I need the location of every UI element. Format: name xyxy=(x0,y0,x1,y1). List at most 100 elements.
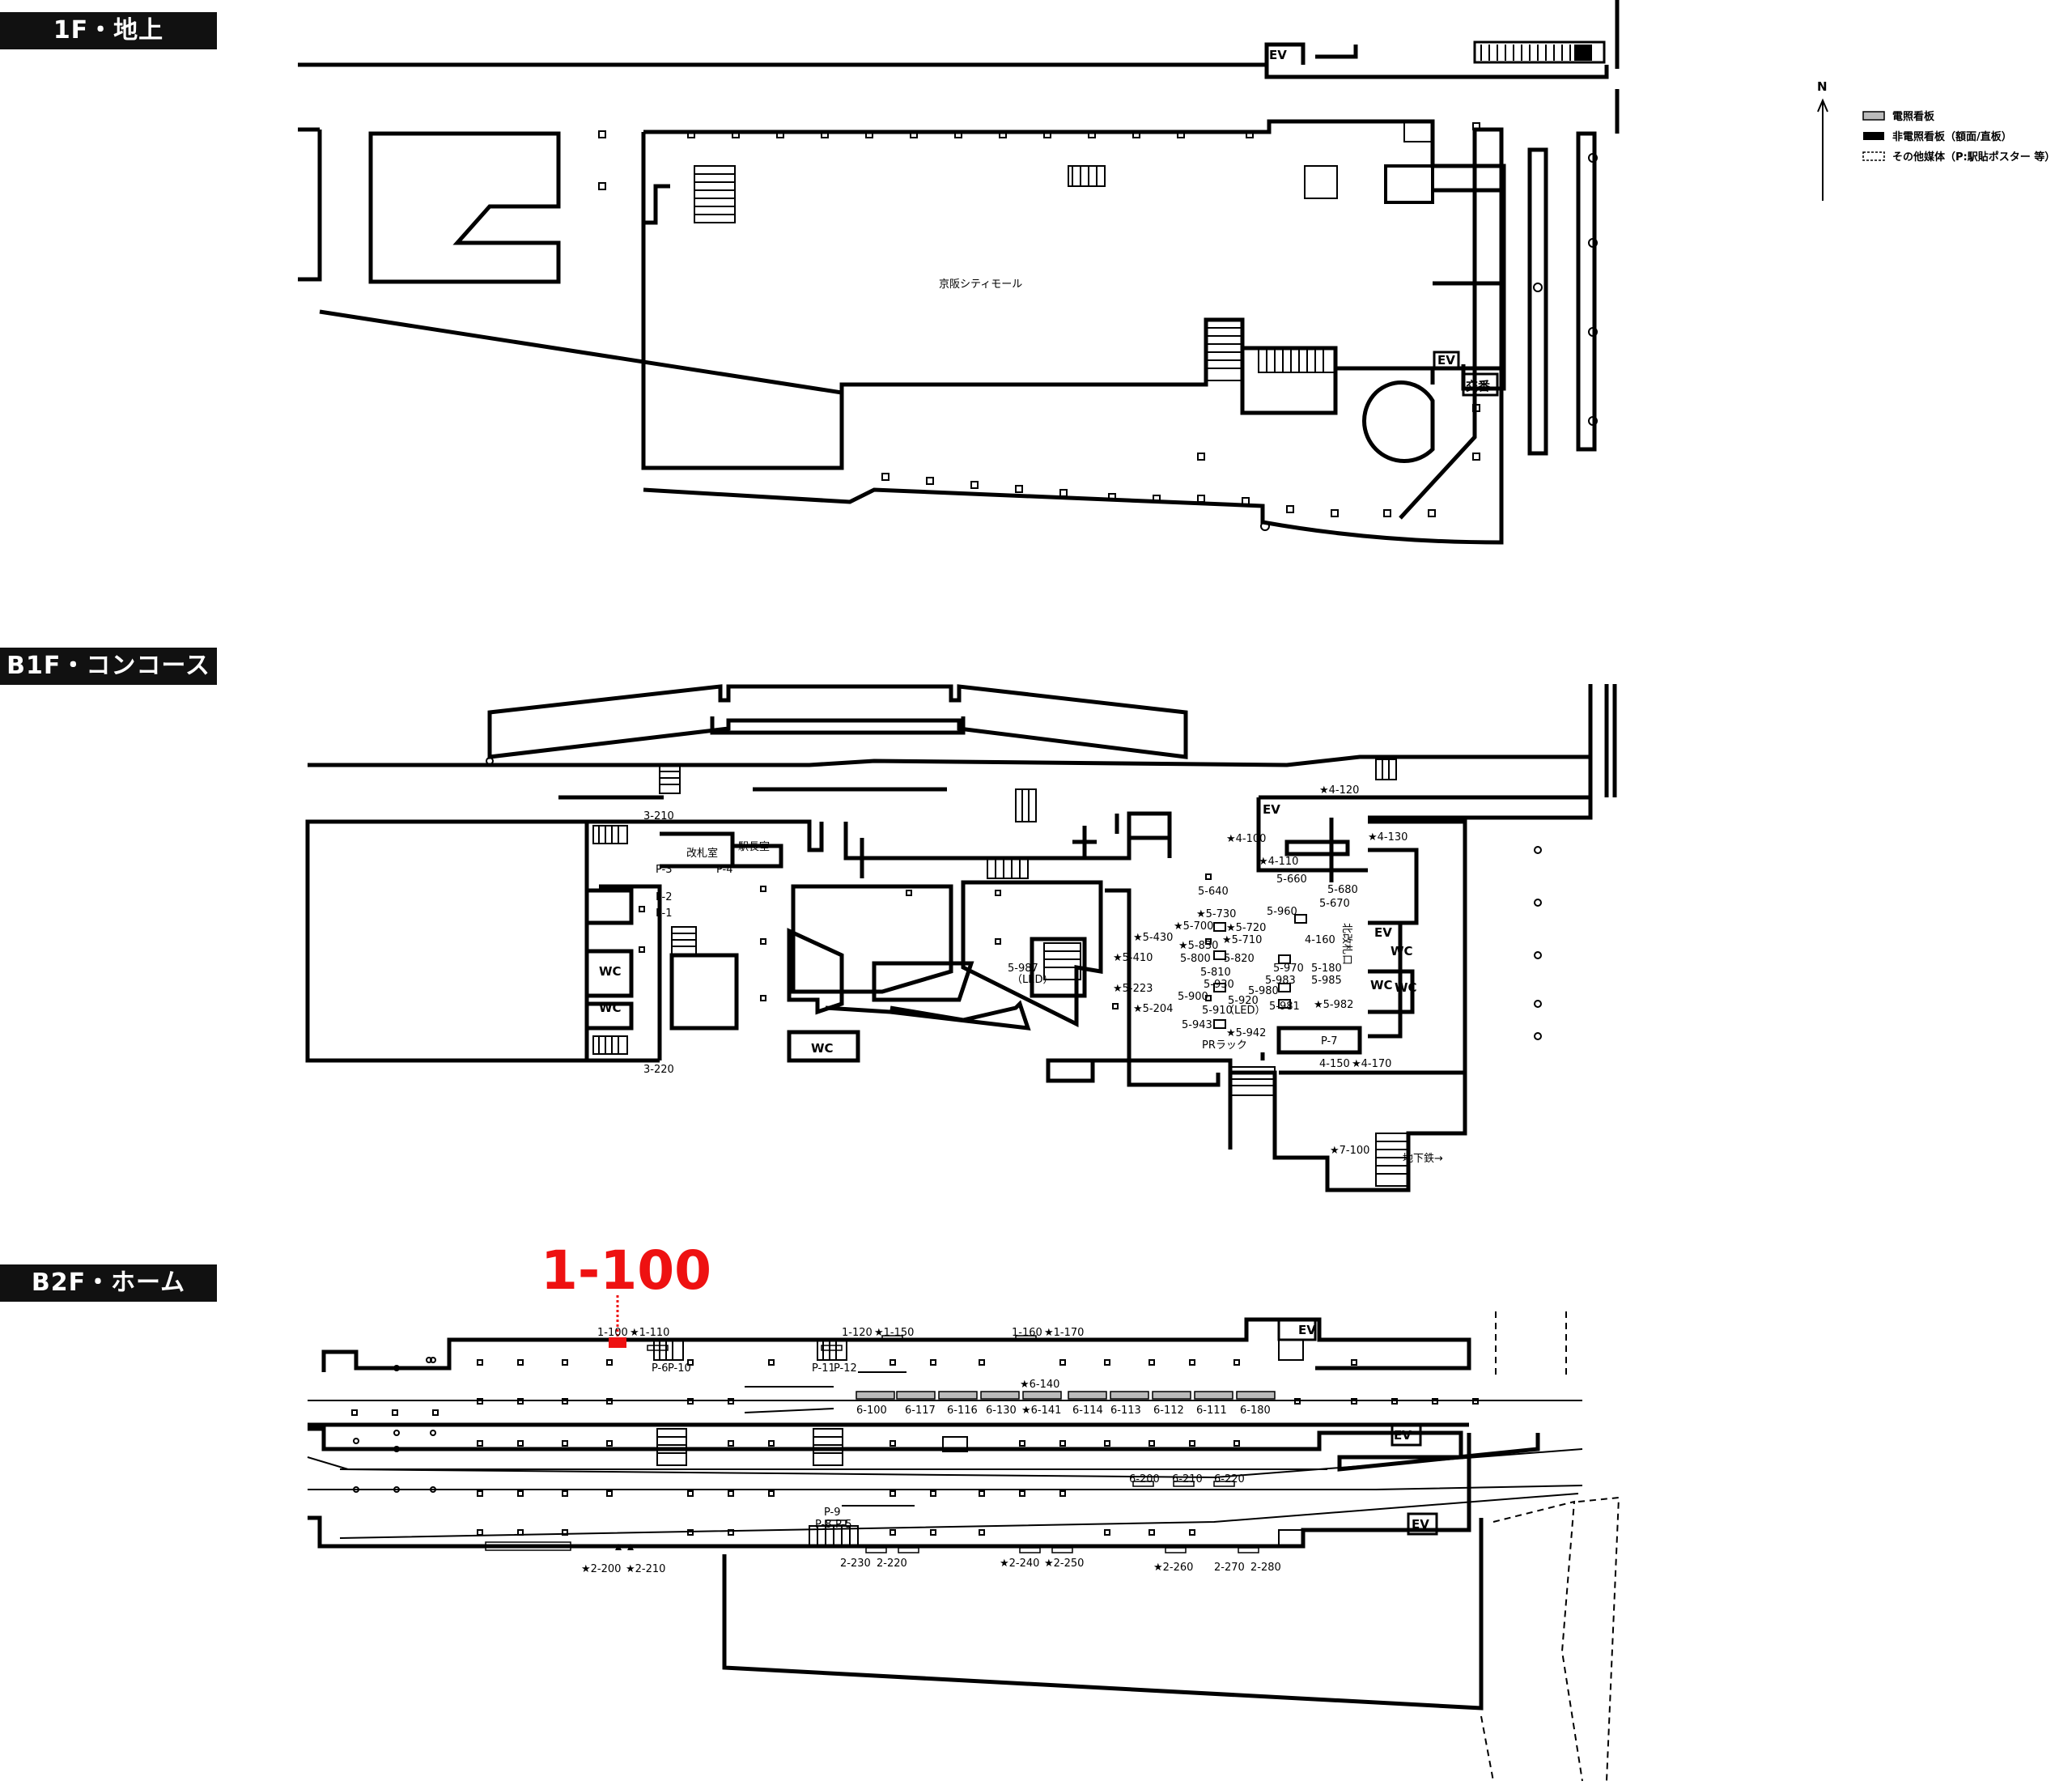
b1-4-110: ★4-110 xyxy=(1259,856,1298,868)
b2-6-200: 6-200 xyxy=(1129,1473,1160,1485)
b2-2-230: 2-230 xyxy=(840,1558,871,1570)
b1f-stairs xyxy=(592,759,1409,1187)
b2-1-160: 1-160 xyxy=(1012,1327,1042,1339)
b1-led2: （LED） xyxy=(1224,1005,1265,1017)
b1-5-960: 5-960 xyxy=(1267,906,1297,918)
b1-chika: 地下鉄→ xyxy=(1403,1153,1443,1165)
b2-p9: P-9 xyxy=(824,1507,841,1519)
b1-led1: （LED） xyxy=(1012,974,1053,986)
floor-b1f-plan: 3-210 3-220 P-3 P-4 P-2 P-1 改札室 駅長室 WC W… xyxy=(305,684,1617,1192)
b1-5-820: 5-820 xyxy=(1224,953,1255,965)
b2-6-111: 6-111 xyxy=(1196,1405,1227,1417)
b1-5-987: 5-987 xyxy=(1008,963,1038,975)
b1-p2: P-2 xyxy=(656,891,673,903)
legend-unlit: 非電照看板（額面/直板） xyxy=(1892,130,2012,143)
b1-7-100: ★7-100 xyxy=(1330,1145,1369,1157)
b1-5-920: 5-920 xyxy=(1228,995,1259,1007)
b2-6-112: 6-112 xyxy=(1153,1405,1184,1417)
b2-6-100: 6-100 xyxy=(856,1405,887,1417)
lit-sign-icon xyxy=(1862,111,1885,121)
b1-5-942: ★5-942 xyxy=(1226,1027,1266,1039)
b1-wc1: WC xyxy=(599,964,622,979)
b1-p4: P-4 xyxy=(716,864,733,876)
ev-label-1f-b: EV xyxy=(1269,48,1287,62)
b2-6-141: ★6-141 xyxy=(1021,1405,1061,1417)
b2-6-220: 6-220 xyxy=(1214,1473,1245,1485)
b2-1-150: ★1-150 xyxy=(874,1327,914,1339)
b1-p7: P-7 xyxy=(1321,1035,1338,1048)
b2-2-240: ★2-240 xyxy=(1000,1558,1039,1570)
b2-p5: P-5 xyxy=(835,1519,852,1531)
b2-2-220: 2-220 xyxy=(877,1558,907,1570)
b1-5-930: 5-930 xyxy=(1204,979,1234,991)
b1-5-970: 5-970 xyxy=(1273,963,1304,975)
b1-4-150: 4-150 xyxy=(1319,1058,1350,1070)
b1-5-982: ★5-982 xyxy=(1314,999,1353,1011)
b1-p1: P-1 xyxy=(656,907,673,920)
b1-wc4: WC xyxy=(1391,944,1413,958)
b1-4-170: ★4-170 xyxy=(1352,1058,1391,1070)
b1-5-680: 5-680 xyxy=(1327,884,1358,896)
b1-5-660: 5-660 xyxy=(1276,873,1307,886)
b1-5-910: 5-910 xyxy=(1202,1005,1233,1017)
mall-label: 京阪シティモール xyxy=(939,278,1022,291)
highlight-code-label: 1-100 xyxy=(541,1239,711,1302)
b1-5-204: ★5-204 xyxy=(1133,1003,1173,1015)
b1-ev: EV xyxy=(1263,802,1280,817)
floor-label-b1f: B1F・コンコース xyxy=(0,648,217,685)
north-arrow-label: N xyxy=(1817,79,1828,94)
1f-sign-markers xyxy=(598,122,1598,531)
b2-6-130: 6-130 xyxy=(986,1405,1017,1417)
b2-1-120: 1-120 xyxy=(842,1327,873,1339)
b1-5-800: 5-800 xyxy=(1180,953,1211,965)
other-media-icon xyxy=(1862,151,1885,161)
b2-p6: P-6 xyxy=(652,1362,669,1375)
b2-6-117: 6-117 xyxy=(905,1405,936,1417)
b2-ev2: EV xyxy=(1394,1428,1412,1443)
b1-wc5: WC xyxy=(1395,980,1417,995)
b1-5-983: 5-983 xyxy=(1265,975,1296,987)
highlight-sign-1-100 xyxy=(609,1337,626,1348)
b1-p3: P-3 xyxy=(656,864,673,876)
b1-5-730: ★5-730 xyxy=(1196,908,1236,920)
b1-5-830: ★5-830 xyxy=(1178,940,1218,952)
b1-5-640: 5-640 xyxy=(1198,886,1229,898)
floor-label-1f: 1F・地上 xyxy=(0,12,217,49)
floor-b2f-plan: EV EV EV xyxy=(307,1239,1620,1782)
b1-5-720: ★5-720 xyxy=(1226,922,1266,934)
b2-p11: P-11 xyxy=(812,1362,835,1375)
legend-lit: 電照看板 xyxy=(1892,110,1935,123)
b1-eki: 駅長室 xyxy=(738,840,770,853)
map-legend: N 電照看板 非電照看板（額面/直板） その他媒体（P:駅貼ポスター 等） xyxy=(1817,79,2055,201)
b1-4-100: ★4-100 xyxy=(1226,833,1266,845)
b2-1-110: ★1-110 xyxy=(630,1327,669,1339)
b1-5-943: 5-943 xyxy=(1182,1019,1212,1031)
b2-6-140: ★6-140 xyxy=(1020,1379,1059,1391)
b2-6-114: 6-114 xyxy=(1072,1405,1103,1417)
b1-prrack: PRラック xyxy=(1202,1039,1247,1052)
b2-6-180: 6-180 xyxy=(1240,1405,1271,1417)
b1-wc2: WC xyxy=(599,1001,622,1015)
b2-2-270: 2-270 xyxy=(1214,1562,1245,1574)
b2-p8: P-8 xyxy=(815,1519,832,1531)
b1-5-410: ★5-410 xyxy=(1113,952,1153,964)
b2-1-170: ★1-170 xyxy=(1044,1327,1084,1339)
b1-5-700: ★5-700 xyxy=(1174,920,1213,933)
b1-5-430: ★5-430 xyxy=(1133,932,1173,944)
floor-label-b2f: B2F・ホーム xyxy=(0,1264,217,1302)
b1-4-120: ★4-120 xyxy=(1319,784,1359,797)
b2f-pillars xyxy=(351,1357,1479,1536)
b1-5-981: 5-981 xyxy=(1269,1001,1300,1013)
b1-ev2: EV xyxy=(1374,925,1392,940)
b1-5-180: 5-180 xyxy=(1311,963,1342,975)
ev-label-1f-a: EV xyxy=(1437,353,1455,368)
legend-other: その他媒体（P:駅貼ポスター 等） xyxy=(1892,151,2055,164)
b2-ev1: EV xyxy=(1298,1323,1316,1337)
b2f-lit-signs xyxy=(615,1335,1276,1553)
b1-kaisatsu: 改札室 xyxy=(686,847,718,860)
b1-5-900: 5-900 xyxy=(1178,991,1208,1003)
b1-4-160: 4-160 xyxy=(1305,934,1335,946)
b1-3-210: 3-210 xyxy=(643,810,674,822)
b2-6-210: 6-210 xyxy=(1172,1473,1203,1485)
